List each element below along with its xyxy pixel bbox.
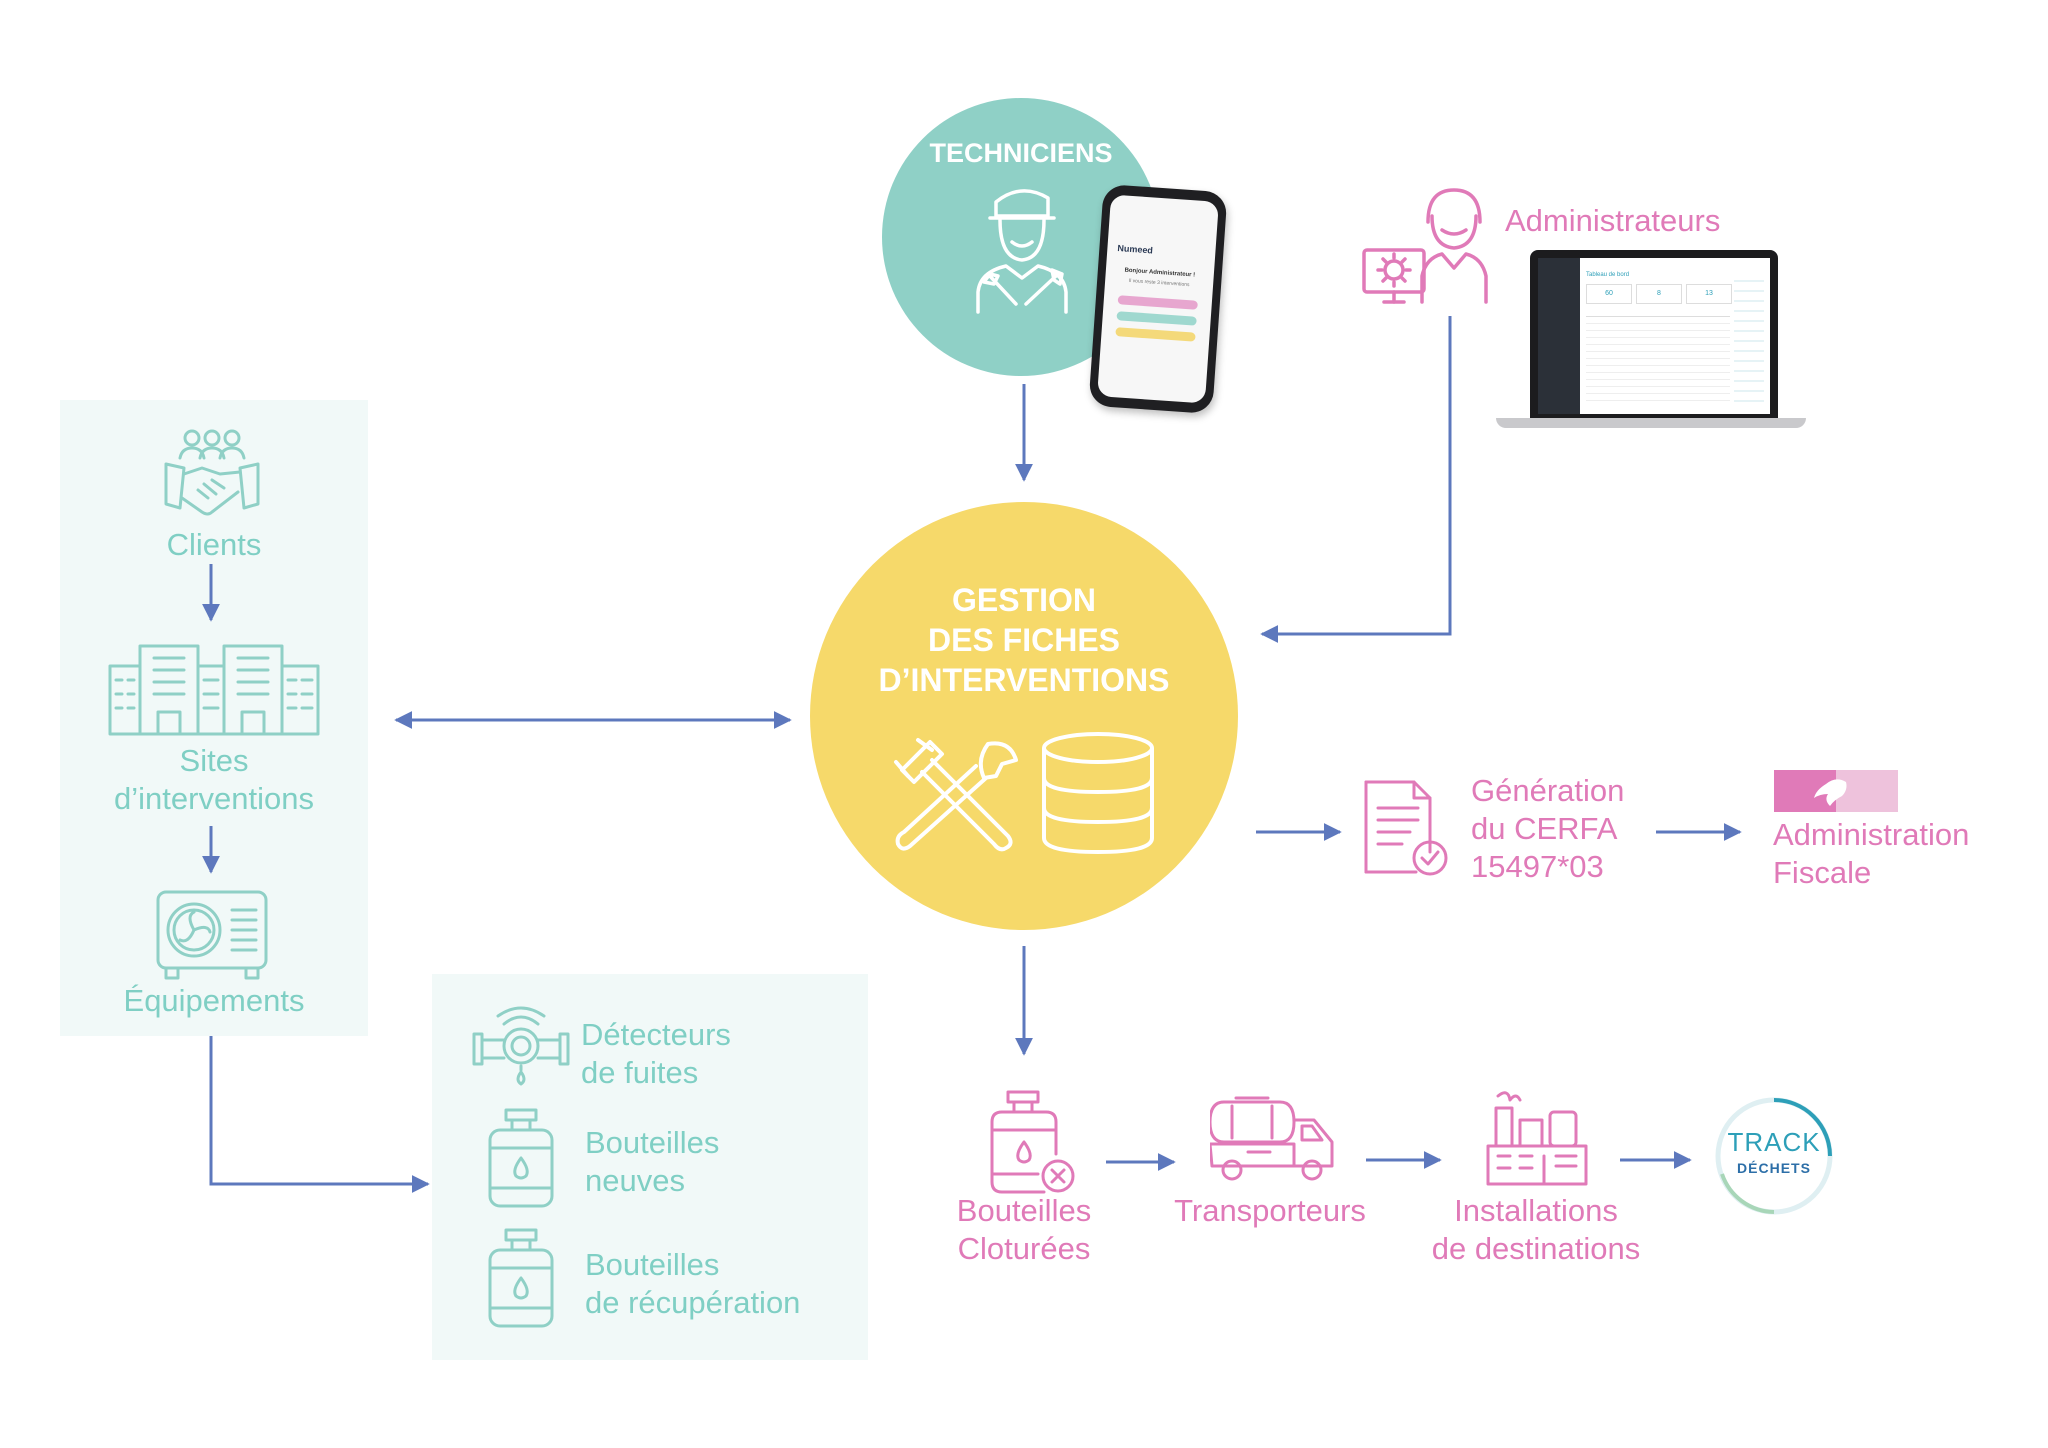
tools-icon xyxy=(894,738,1018,852)
technician-icon xyxy=(976,189,1068,314)
transporteurs-label: Transporteurs xyxy=(1174,1193,1366,1228)
air-conditioner-equipment-icon xyxy=(156,890,268,980)
clients-label: Clients xyxy=(166,527,262,562)
closed-bottle-icon xyxy=(990,1090,1075,1194)
cerfa-document-icon xyxy=(1364,780,1448,876)
bouteilles-recuperation-label-line2: de récupération xyxy=(585,1285,801,1320)
cerfa-label-line1: Génération xyxy=(1471,773,1625,808)
recovery-bottle-icon xyxy=(488,1228,554,1328)
detecteurs-label-line2: de fuites xyxy=(581,1055,699,1090)
kpi-2: 8 xyxy=(1636,284,1682,304)
admin-label: Administrateurs xyxy=(1505,203,1721,238)
database-icon xyxy=(1042,732,1154,855)
kpi-3: 13 xyxy=(1686,284,1732,304)
cloturees-label-line2: Cloturées xyxy=(957,1231,1091,1266)
cerfa-label-line2: du CERFA xyxy=(1471,811,1618,846)
cloturees-label-line1: Bouteilles xyxy=(956,1193,1092,1228)
bouteilles-neuves-label-line2: neuves xyxy=(585,1163,685,1198)
dashboard-title: Tableau de bord xyxy=(1586,272,1630,278)
fiscale-label-line2: Fiscale xyxy=(1773,855,1872,890)
phone-subtitle: Il vous reste 3 interventions xyxy=(1128,277,1190,289)
phone-brand: Numeed xyxy=(1117,243,1154,256)
phone-button-pink[interactable] xyxy=(1117,295,1198,310)
laptop-base xyxy=(1496,418,1806,428)
tanker-truck-icon xyxy=(1210,1096,1334,1181)
equipements-label: Équipements xyxy=(123,983,305,1018)
gestion-title-line1: GESTION xyxy=(951,582,1096,618)
admin-icon xyxy=(1362,188,1488,304)
dechets-logo-text: DÉCHETS xyxy=(1737,1160,1811,1176)
buildings-sites-icon xyxy=(108,644,320,736)
laptop-table xyxy=(1586,316,1730,407)
installations-label-line2: de destinations xyxy=(1431,1231,1641,1266)
gestion-circle xyxy=(810,502,1238,930)
gestion-title-line2: DES FICHES xyxy=(927,622,1121,658)
phone-button-yellow[interactable] xyxy=(1115,327,1196,342)
bouteilles-neuves-label-line1: Bouteilles xyxy=(585,1125,720,1160)
sites-label-line2: d’interventions xyxy=(114,781,314,816)
fiscale-label-line1: Administration xyxy=(1773,817,1970,852)
leak-detector-icon xyxy=(472,1006,570,1086)
detecteurs-label-line1: Détecteurs xyxy=(581,1017,731,1052)
gestion-title-line3: D’INTERVENTIONS xyxy=(878,662,1170,698)
installations-label-line1: Installations xyxy=(1454,1193,1618,1228)
track-dechets-logo xyxy=(1715,1097,1833,1215)
laptop-mockup: Tableau de bord 60 8 13 xyxy=(1530,250,1778,418)
cerfa-label-line3: 15497*03 xyxy=(1471,849,1604,884)
arrow-admin-to-gestion xyxy=(1260,316,1452,643)
kpi-1: 60 xyxy=(1586,284,1632,304)
phone-button-teal[interactable] xyxy=(1116,311,1197,326)
new-bottle-icon xyxy=(488,1108,554,1208)
handshake-clients-icon xyxy=(164,429,260,516)
track-logo-text: TRACK xyxy=(1727,1127,1821,1157)
phone-screen: Numeed Bonjour Administrateur ! Il vous … xyxy=(1097,194,1219,404)
bouteilles-recuperation-label-line1: Bouteilles xyxy=(585,1247,720,1282)
arrow-equipements-to-bottles xyxy=(209,1036,430,1193)
laptop-sidebar xyxy=(1538,258,1580,414)
laptop-right-panel xyxy=(1734,272,1764,406)
factory-installations-icon xyxy=(1486,1091,1588,1186)
sites-label-line1: Sites xyxy=(179,743,249,778)
marianne-logo xyxy=(1774,770,1898,812)
laptop-screen: Tableau de bord 60 8 13 xyxy=(1538,258,1770,414)
techniciens-title: TECHNICIENS xyxy=(929,138,1113,168)
phone-mockup: Numeed Bonjour Administrateur ! Il vous … xyxy=(1088,183,1228,415)
